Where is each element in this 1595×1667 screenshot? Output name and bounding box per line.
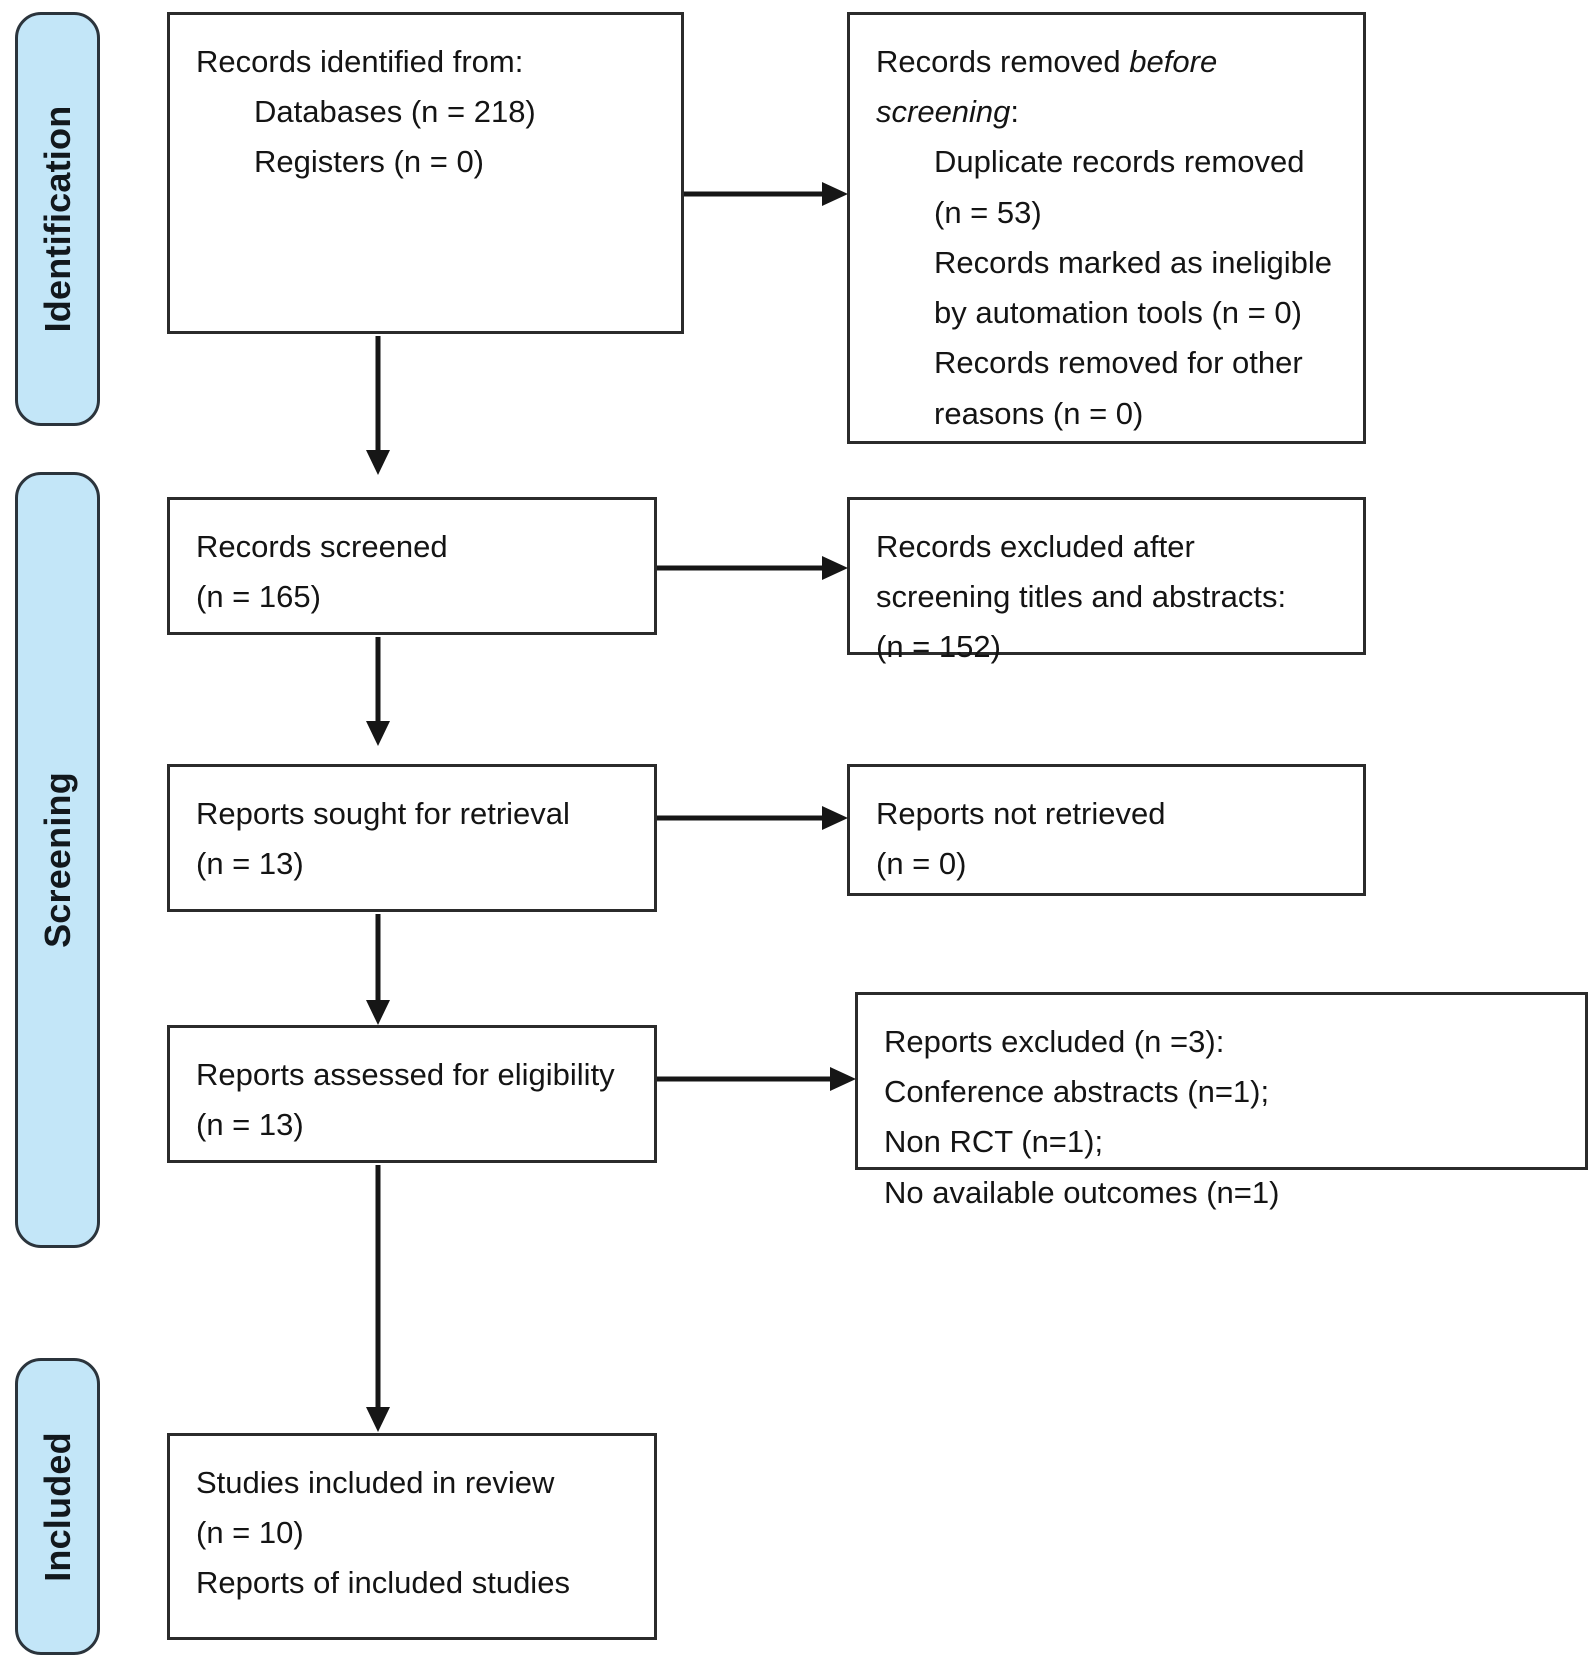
arrow-assessed-to-excluded [657,1063,858,1095]
node-reports-sought: Reports sought for retrieval (n = 13) [167,764,657,912]
records-identified-title: Records identified from: [196,44,524,79]
reports-assessed-label: Reports assessed for eligibility [196,1057,615,1092]
phase-label-identification: Identification [36,105,78,333]
node-records-identified: Records identified from: Databases (n = … [167,12,684,334]
records-removed-title-plain: Records removed [876,44,1130,79]
arrow-identified-to-screened [362,336,394,476]
arrow-sought-to-not-retrieved [657,802,850,834]
phase-bar-included: Included [15,1358,100,1655]
arrow-screened-to-excluded [657,552,850,584]
records-identified-registers: Registers (n = 0) [254,144,485,180]
phase-bar-identification: Identification [15,12,100,426]
studies-included-count: (n = 10) [196,1515,304,1551]
records-identified-databases: Databases (n = 218) [254,94,536,130]
records-removed-automation: Records marked as ineligible by automati… [934,244,1341,331]
records-excluded-count: (n = 152) [876,629,1001,665]
records-removed-title: Records removed before screening: [876,37,1337,137]
studies-included-label: Studies included in review [196,1465,555,1500]
phase-bar-screening: Screening [15,472,100,1248]
reports-excluded-no-outcomes: No available outcomes (n=1) [884,1174,1280,1210]
node-records-removed: Records removed before screening: Duplic… [847,12,1366,444]
reports-excluded-conference: Conference abstracts (n=1); [884,1074,1270,1110]
records-screened-count: (n = 165) [196,579,321,615]
node-reports-assessed: Reports assessed for eligibility (n = 13… [167,1025,657,1163]
arrow-sought-to-assessed [362,914,394,1026]
reports-not-retrieved-label: Reports not retrieved [876,796,1166,831]
reports-sought-label: Reports sought for retrieval [196,796,570,831]
reports-assessed-count: (n = 13) [196,1107,304,1143]
reports-not-retrieved-count: (n = 0) [876,846,967,882]
reports-sought-count: (n = 13) [196,846,304,882]
records-excluded-label: Records excluded after screening titles … [876,529,1287,615]
arrow-screened-to-sought [362,637,394,747]
reports-excluded-title: Reports excluded (n =3): [884,1024,1225,1059]
node-reports-excluded: Reports excluded (n =3): Conference abst… [855,992,1588,1210]
studies-included-reports: Reports of included studies [196,1565,570,1601]
node-records-screened: Records screened (n = 165) [167,497,657,635]
phase-label-screening: Screening [36,772,78,948]
phase-label-included: Included [36,1431,78,1582]
records-removed-other: Records removed for other reasons (n = 0… [934,345,1312,431]
records-screened-label: Records screened [196,529,448,564]
records-removed-title-suffix: : [1010,94,1020,130]
records-removed-title-italic: before screening [876,44,1226,130]
reports-excluded-non-rct: Non RCT (n=1); [884,1124,1104,1160]
records-removed-duplicates: Duplicate records removed (n = 53) [934,144,1314,230]
node-reports-not-retrieved: Reports not retrieved (n = 0) [847,764,1366,896]
node-records-excluded: Records excluded after screening titles … [847,497,1366,664]
node-studies-included: Studies included in review (n = 10) Repo… [167,1433,657,1640]
arrow-assessed-to-included [362,1165,394,1433]
arrow-identified-to-removed [684,178,850,210]
